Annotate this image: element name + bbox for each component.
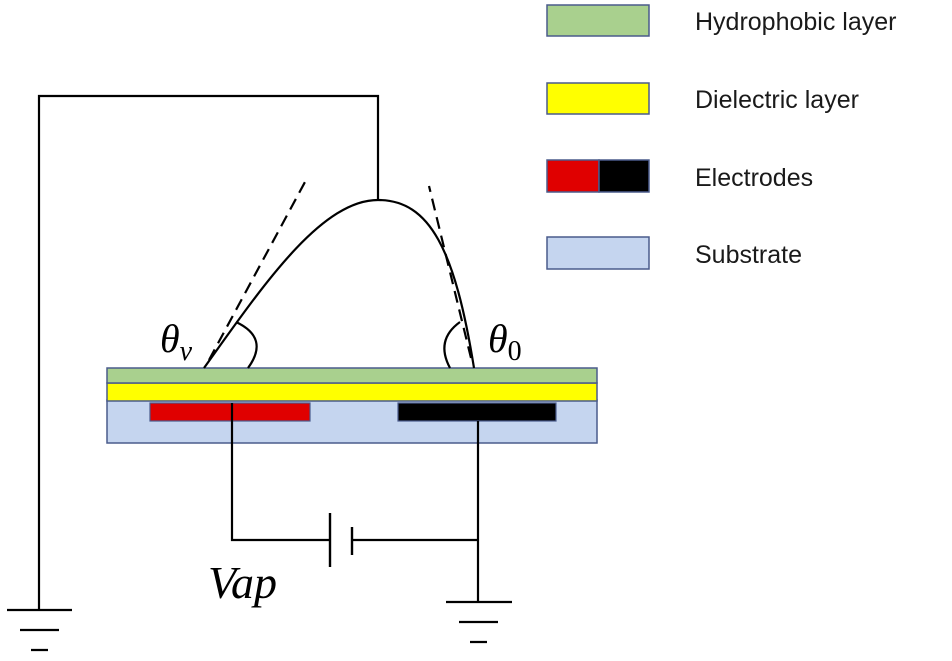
legend-swatch-substrate [546,236,650,270]
angle-arc-right [443,321,461,369]
legend-label-electrodes: Electrodes [695,164,813,192]
legend-swatch-electrode-red [546,159,600,193]
circuit-wire-left [230,403,330,542]
ground-symbol-left [7,608,72,652]
legend-label-substrate: Substrate [695,241,802,269]
legend-swatch-hydrophobic [546,4,650,37]
angle-arc-left [235,321,258,369]
dielectric-layer [106,382,598,402]
angle-label-theta-v: θv [160,316,193,367]
battery-symbol [328,513,354,567]
ground-wire-top [37,94,380,610]
device-stack [106,367,598,444]
ground-symbol-right [446,600,512,644]
legend-label-hydrophobic: Hydrophobic layer [695,8,897,36]
legend-swatch-electrode-black [598,159,650,193]
tangent-line-right [427,185,473,359]
electrode-left [149,402,311,422]
legend-label-dielectric: Dielectric layer [695,86,859,114]
angle-label-theta-0: θ0 [488,316,522,367]
hydrophobic-layer [106,367,598,384]
tangent-line-left [208,181,306,361]
voltage-label: Vap [208,557,277,608]
legend: Hydrophobic layer Dielectric layer Elect… [546,4,897,270]
legend-swatch-dielectric [546,82,650,115]
electrode-right [397,402,557,422]
droplet-profile [203,198,476,369]
